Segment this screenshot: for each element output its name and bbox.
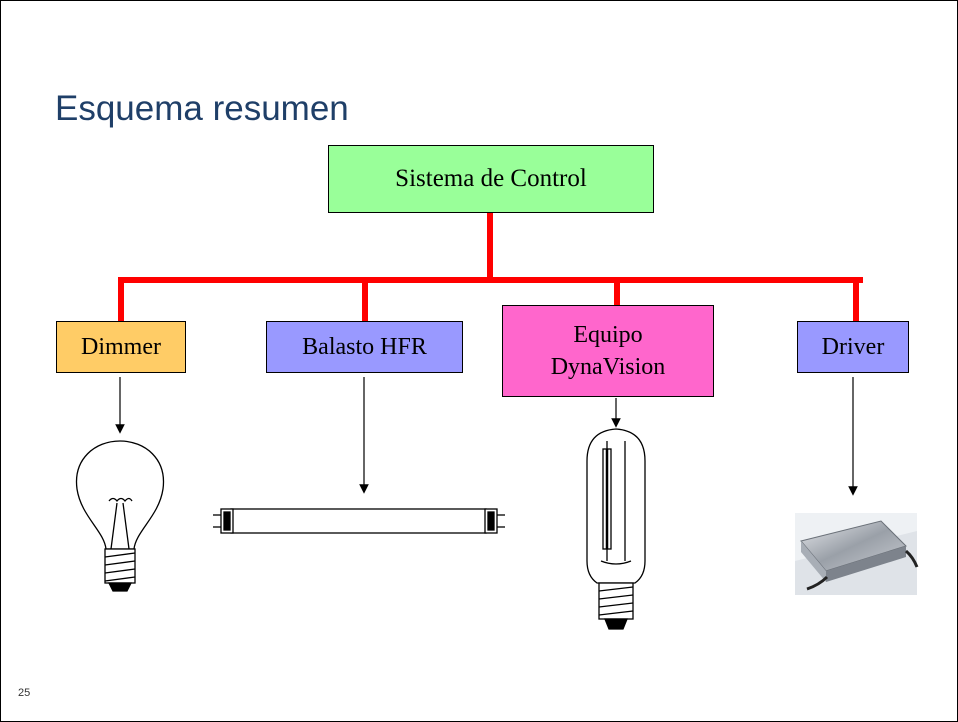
connector-drop-driver [853, 277, 859, 321]
balasto-hfr-label: Balasto HFR [302, 333, 427, 360]
connector-drop-balasto [362, 277, 368, 321]
connector-drop-dimmer [118, 277, 124, 321]
sistema-de-control-box: Sistema de Control [328, 145, 654, 213]
fluorescent-tube-icon [213, 508, 505, 534]
dimmer-label: Dimmer [81, 333, 161, 360]
connector-bus [118, 277, 863, 283]
equipo-dynavision-label: Equipo DynaVision [550, 321, 666, 380]
equipo-dynavision-box: Equipo DynaVision [502, 305, 714, 397]
dimmer-box: Dimmer [56, 321, 186, 373]
connector-trunk [487, 213, 493, 280]
incandescent-bulb-icon [75, 440, 165, 592]
driver-label: Driver [821, 333, 885, 360]
sistema-de-control-label: Sistema de Control [395, 165, 587, 193]
led-driver-icon [795, 513, 919, 595]
connector-drop-dynavision [614, 277, 620, 305]
page-number: 25 [18, 687, 31, 699]
hid-lamp-icon [586, 428, 646, 630]
slide-title: Esquema resumen [55, 89, 349, 128]
driver-box: Driver [797, 321, 909, 373]
balasto-hfr-box: Balasto HFR [266, 321, 463, 373]
